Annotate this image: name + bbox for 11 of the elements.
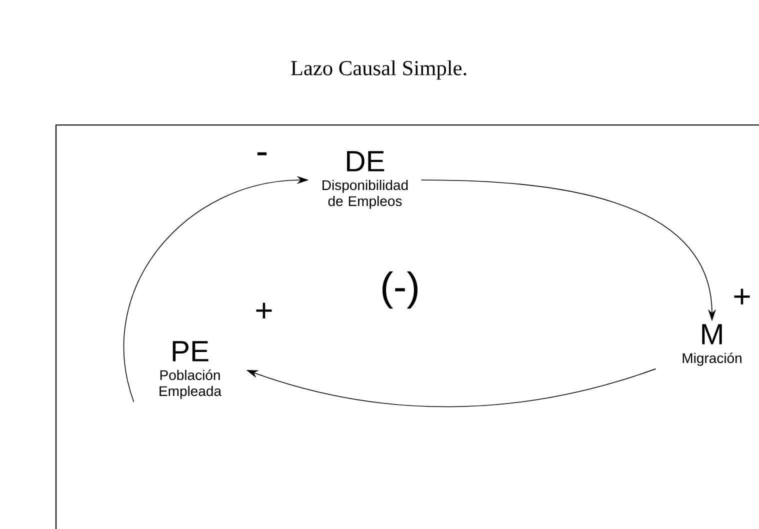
node-heading: PE	[172, 341, 208, 362]
title: Lazo Causal Simple.	[291, 60, 466, 80]
polarity-sign: +	[734, 288, 750, 304]
loop-polarity: (-)	[382, 271, 418, 309]
node-heading: DE	[347, 151, 384, 172]
polarity-sign: +	[256, 302, 272, 318]
node-description: Disponibilidad de Empleos	[322, 180, 408, 209]
node-description: Población Empleada	[160, 370, 222, 399]
node-description: Migración	[682, 352, 742, 366]
node-heading: M	[702, 324, 722, 344]
polarity-sign: -	[257, 152, 267, 156]
